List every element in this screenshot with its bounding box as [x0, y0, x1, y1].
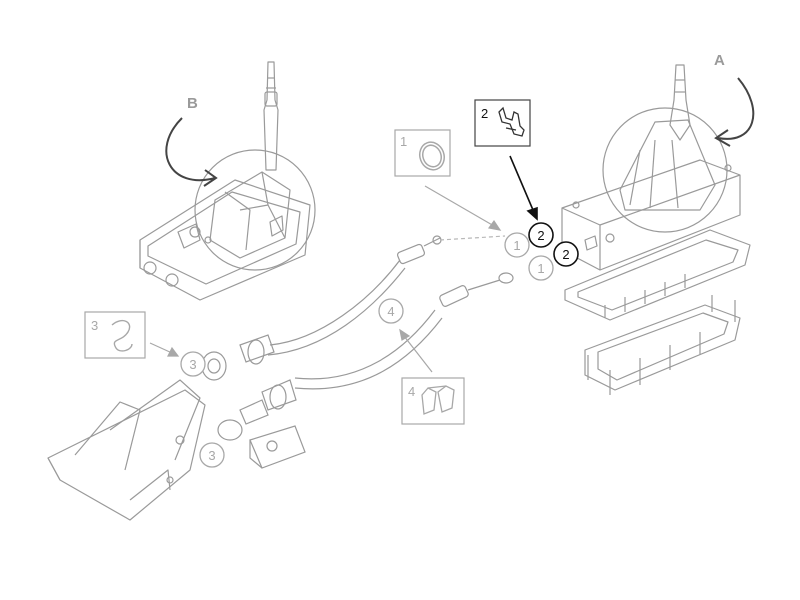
legend-box-4: 4 — [401, 377, 465, 425]
callout-1b: 1 — [528, 255, 554, 281]
callout-2a-number: 2 — [537, 228, 544, 243]
view-a-pointer-arrow — [714, 77, 755, 147]
leader-line-dark — [509, 155, 538, 221]
callout-1b-number: 1 — [537, 261, 544, 276]
view-b-pointer-arrow — [165, 117, 218, 187]
o-ring-icon — [418, 141, 446, 171]
spring-clip-icon — [111, 319, 133, 352]
callout-3a: 3 — [180, 351, 206, 377]
callout-1a-number: 1 — [513, 238, 520, 253]
view-a-letter: A — [714, 52, 725, 69]
leader-lines — [149, 185, 502, 373]
callout-3b: 3 — [199, 442, 225, 468]
legend-box-3-number: 3 — [91, 318, 98, 333]
callout-1a: 1 — [504, 232, 530, 258]
legend-box-1: 1 — [394, 129, 451, 177]
callout-4-number: 4 — [387, 304, 394, 319]
legend-box-2-number: 2 — [481, 106, 488, 121]
callout-2a: 2 — [528, 222, 554, 248]
shift-cable — [294, 272, 514, 390]
retaining-clip-icon — [498, 106, 525, 137]
view-b-shift-lever-assembly — [139, 61, 316, 301]
view-b-letter: B — [187, 95, 198, 112]
cable-clamp-icon — [421, 385, 455, 415]
legend-box-1-number: 1 — [400, 134, 407, 149]
callout-2b: 2 — [553, 241, 579, 267]
cable-end-fittings — [201, 334, 306, 469]
callout-2b-number: 2 — [562, 247, 569, 262]
legend-box-3: 3 — [84, 311, 146, 359]
selector-cable — [267, 235, 506, 356]
legend-box-2: 2 — [474, 99, 531, 147]
callout-4: 4 — [378, 298, 404, 324]
callout-3b-number: 3 — [208, 448, 215, 463]
legend-box-4-number: 4 — [408, 384, 415, 399]
gearbox-selector-bracket — [47, 379, 206, 521]
callout-3a-number: 3 — [189, 357, 196, 372]
view-a-shifter-housing — [561, 64, 751, 395]
